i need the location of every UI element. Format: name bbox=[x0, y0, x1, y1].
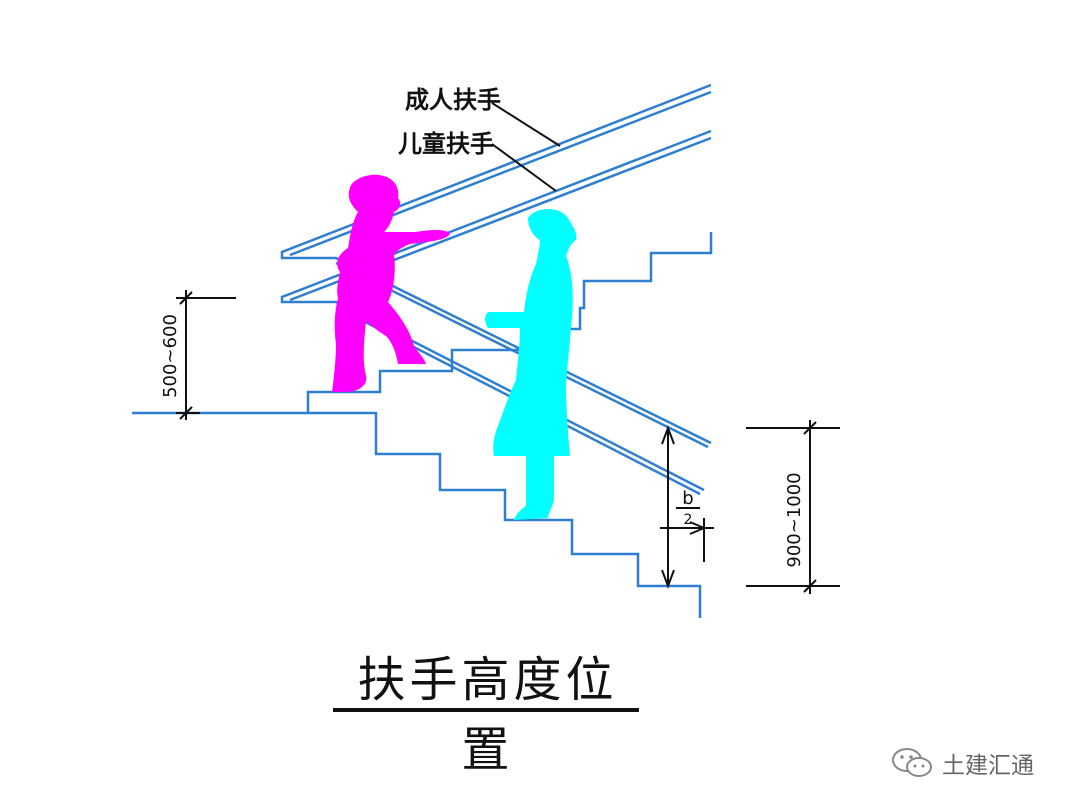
child-height-dim-text: 500~600 bbox=[160, 314, 181, 398]
label-leaders bbox=[491, 102, 561, 192]
adult-height-dim-text: 900~1000 bbox=[784, 472, 805, 567]
dimension-child-height bbox=[176, 290, 236, 420]
stair-outline bbox=[132, 232, 713, 618]
watermark: 土建汇通 bbox=[890, 745, 1034, 781]
child-handrail-label: 儿童扶手 bbox=[398, 130, 494, 158]
adult-handrail-label: 成人扶手 bbox=[405, 86, 501, 114]
half-tread-denominator: 2 bbox=[684, 512, 693, 528]
watermark-text: 土建汇通 bbox=[942, 753, 1034, 779]
half-tread-numerator: b bbox=[682, 488, 693, 509]
adult-figure bbox=[485, 209, 577, 520]
dimension-adult-height bbox=[746, 420, 840, 594]
wechat-icon bbox=[892, 748, 932, 777]
diagram-title: 扶手高度位置 bbox=[357, 652, 618, 778]
dimension-half-tread bbox=[660, 425, 714, 589]
title-underline bbox=[333, 708, 639, 712]
child-figure bbox=[332, 174, 450, 392]
